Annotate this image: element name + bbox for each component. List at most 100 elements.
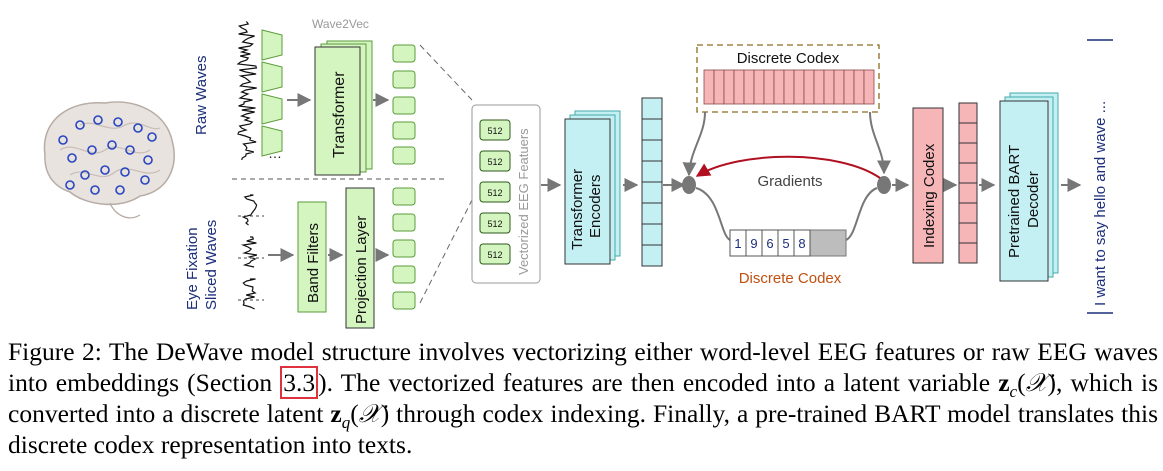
codex-entry	[753, 69, 765, 105]
sliced-waves-label-1: Eye Fixation	[184, 227, 201, 310]
funnel-line-bottom	[419, 199, 473, 304]
electrode-dot	[143, 155, 153, 165]
zq-cell	[958, 142, 978, 164]
token-vector	[392, 44, 416, 63]
latent-cell	[641, 202, 663, 225]
feature-vector	[479, 243, 511, 265]
feature-vector	[479, 150, 511, 172]
discrete-codex-bottom-label: Discrete Codex	[739, 270, 842, 287]
electrode-dot	[115, 185, 125, 195]
feature-dim-label: 512	[487, 219, 502, 229]
quantize-node-left	[682, 176, 696, 194]
output-text-box: I want to say hello and wave ...	[1087, 39, 1113, 314]
gradients-label: Gradients	[757, 173, 822, 190]
projection-layer-block: Projection Layer	[345, 187, 375, 329]
band-filters-block: Band Filters	[297, 201, 327, 313]
electrode-dot	[133, 123, 143, 133]
electrode-dot	[67, 153, 77, 163]
electrode-dot	[80, 170, 90, 180]
token-vector	[392, 146, 416, 165]
zq-cell	[958, 222, 978, 244]
electrode-dot	[93, 115, 103, 125]
codex-entry	[793, 69, 805, 105]
electrode-dot	[58, 135, 68, 145]
feature-dim-label: 512	[487, 188, 502, 198]
transformer-encoders-block: Transformer Encoders	[564, 110, 621, 265]
feature-vector	[479, 212, 511, 234]
sliced-wave-tokens	[392, 187, 416, 310]
codex-entry	[773, 69, 785, 105]
feature-vector	[479, 181, 511, 203]
band-filters-label: Band Filters	[305, 223, 322, 303]
token-vector	[392, 187, 416, 206]
latent-cell	[641, 244, 663, 267]
codex-entry	[803, 69, 815, 105]
electrode-dot	[65, 180, 75, 190]
funnel-line-top	[419, 44, 473, 101]
feature-vector	[479, 119, 511, 141]
codex-index-value: 6	[766, 236, 773, 251]
caption-part-1: Figure 2: The DeWave model structure inv…	[8, 337, 1158, 397]
transformer-encoders-label-1: Transformer	[569, 169, 586, 250]
sliced-waves-label-2: Sliced Waves	[203, 220, 220, 310]
token-vector	[392, 213, 416, 232]
electrode-dots	[58, 115, 157, 195]
token-vector	[392, 121, 416, 140]
transformer-encoders-label-2: Encoders	[587, 175, 604, 238]
latent-cell	[641, 223, 663, 246]
wave2vec-conv-blocks	[261, 29, 283, 157]
token-vector	[392, 265, 416, 284]
indexing-codex-label: Indexing Codex	[921, 143, 938, 248]
vectorized-features-label: Vectorized EEG Featuers	[516, 128, 531, 275]
zq-cell	[958, 182, 978, 204]
codex-index-cell	[793, 229, 811, 257]
codex-entries	[703, 69, 875, 105]
zq-cell	[958, 122, 978, 144]
zq-cell	[958, 102, 978, 124]
electrode-dot	[120, 167, 130, 177]
electrode-dot	[87, 145, 97, 155]
latent-cell	[641, 160, 663, 183]
token-vector	[392, 70, 416, 89]
electrode-dot	[90, 185, 100, 195]
codex-entry	[843, 69, 855, 105]
codex-entry	[863, 69, 875, 105]
latent-zq-column	[958, 102, 978, 264]
arrow-left-to-bottom-codex	[695, 187, 731, 241]
electrode-dot	[147, 132, 157, 142]
codex-index-value: 1	[734, 236, 741, 251]
electrode-dot	[75, 120, 85, 130]
codex-entry	[813, 69, 825, 105]
output-text: I want to say hello and wave ...	[1092, 101, 1109, 306]
token-vector	[392, 239, 416, 258]
bart-label-1: Pretrained BART	[1006, 145, 1023, 258]
raw-wave-tokens	[392, 44, 416, 165]
projection-layer-label: Projection Layer	[353, 216, 370, 324]
feature-dim-label: 512	[487, 157, 502, 167]
section-ref-link[interactable]: 3.3	[280, 366, 319, 399]
electrode-dot	[107, 140, 117, 150]
caption-part-2: ). The vectorized features are then enco…	[318, 368, 999, 397]
quantize-node-right	[877, 176, 891, 194]
arrow-codex-to-right-node	[869, 111, 891, 175]
codex-entry	[723, 69, 735, 105]
codex-entry	[763, 69, 775, 105]
brain-illustration	[43, 101, 175, 219]
codex-entry	[713, 69, 725, 105]
latent-cell	[641, 139, 663, 162]
zq-cell	[958, 242, 978, 264]
electrode-dot	[125, 145, 135, 155]
codex-entry	[833, 69, 845, 105]
dewave-diagram: Raw Waves Eye Fixation Sliced Waves … Wa…	[43, 17, 1113, 329]
latent-cell	[641, 97, 663, 120]
codex-index-value: 9	[750, 236, 757, 251]
gradients-arrow	[695, 155, 881, 179]
bart-decoder-block: Pretrained BART Decoder	[999, 92, 1059, 282]
arrow-codex-to-left-node	[682, 111, 706, 177]
codex-index-value: 5	[782, 236, 789, 251]
bart-label-2: Decoder	[1025, 171, 1042, 228]
